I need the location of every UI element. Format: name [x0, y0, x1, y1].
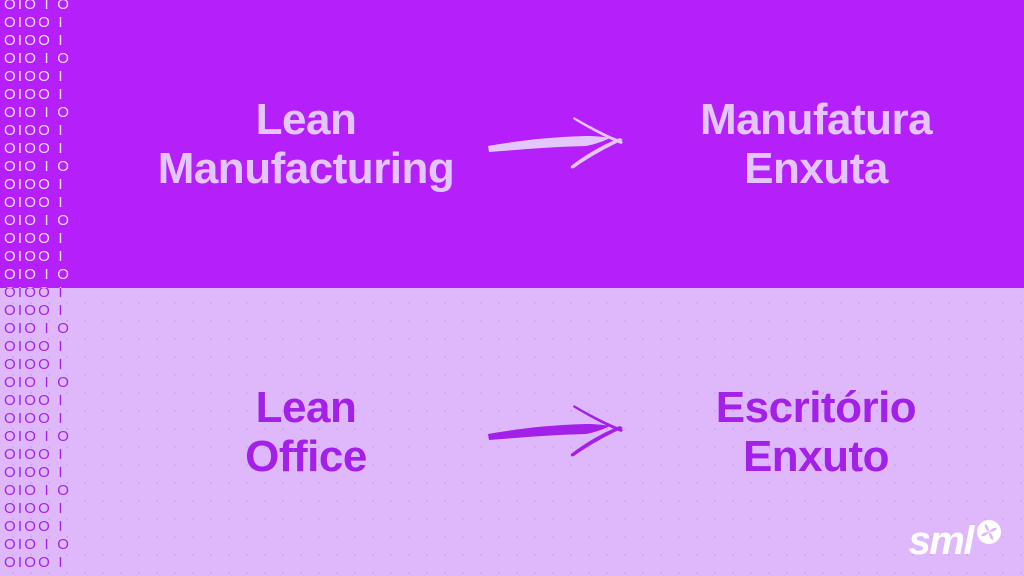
bottom-target-term-line1: Escritório: [715, 382, 917, 432]
bottom-target-term-line2: Enxuto: [742, 432, 890, 481]
top-target-term: Manufatura Enxuta: [651, 95, 981, 194]
bottom-term-row: Lean Office Escritório Enxuto: [98, 288, 1024, 576]
top-arrow-container: [471, 113, 651, 175]
brand-logo: sml: [908, 519, 1002, 563]
bottom-arrow-container: [471, 401, 651, 463]
logo-wordmark: sml: [908, 519, 975, 563]
top-target-term-line2: Enxuta: [744, 144, 888, 193]
top-term-row: Lean Manufacturing Manufatura Enxuta: [98, 0, 1024, 288]
bottom-source-term-line1: Lean: [255, 382, 357, 432]
circle-pinwheel-icon: [976, 519, 1002, 550]
bottom-source-term: Lean Office: [141, 383, 471, 482]
bottom-source-term-line2: Office: [245, 432, 367, 481]
brush-arrow-right-icon: [488, 405, 623, 457]
brush-arrow-right-icon: [488, 117, 623, 169]
top-target-term-line1: Manufatura: [699, 94, 933, 144]
bottom-target-term: Escritório Enxuto: [651, 383, 981, 482]
top-source-term-line2: Manufacturing: [157, 144, 455, 193]
top-source-term-line1: Lean: [255, 94, 357, 144]
top-source-term: Lean Manufacturing: [141, 95, 471, 194]
